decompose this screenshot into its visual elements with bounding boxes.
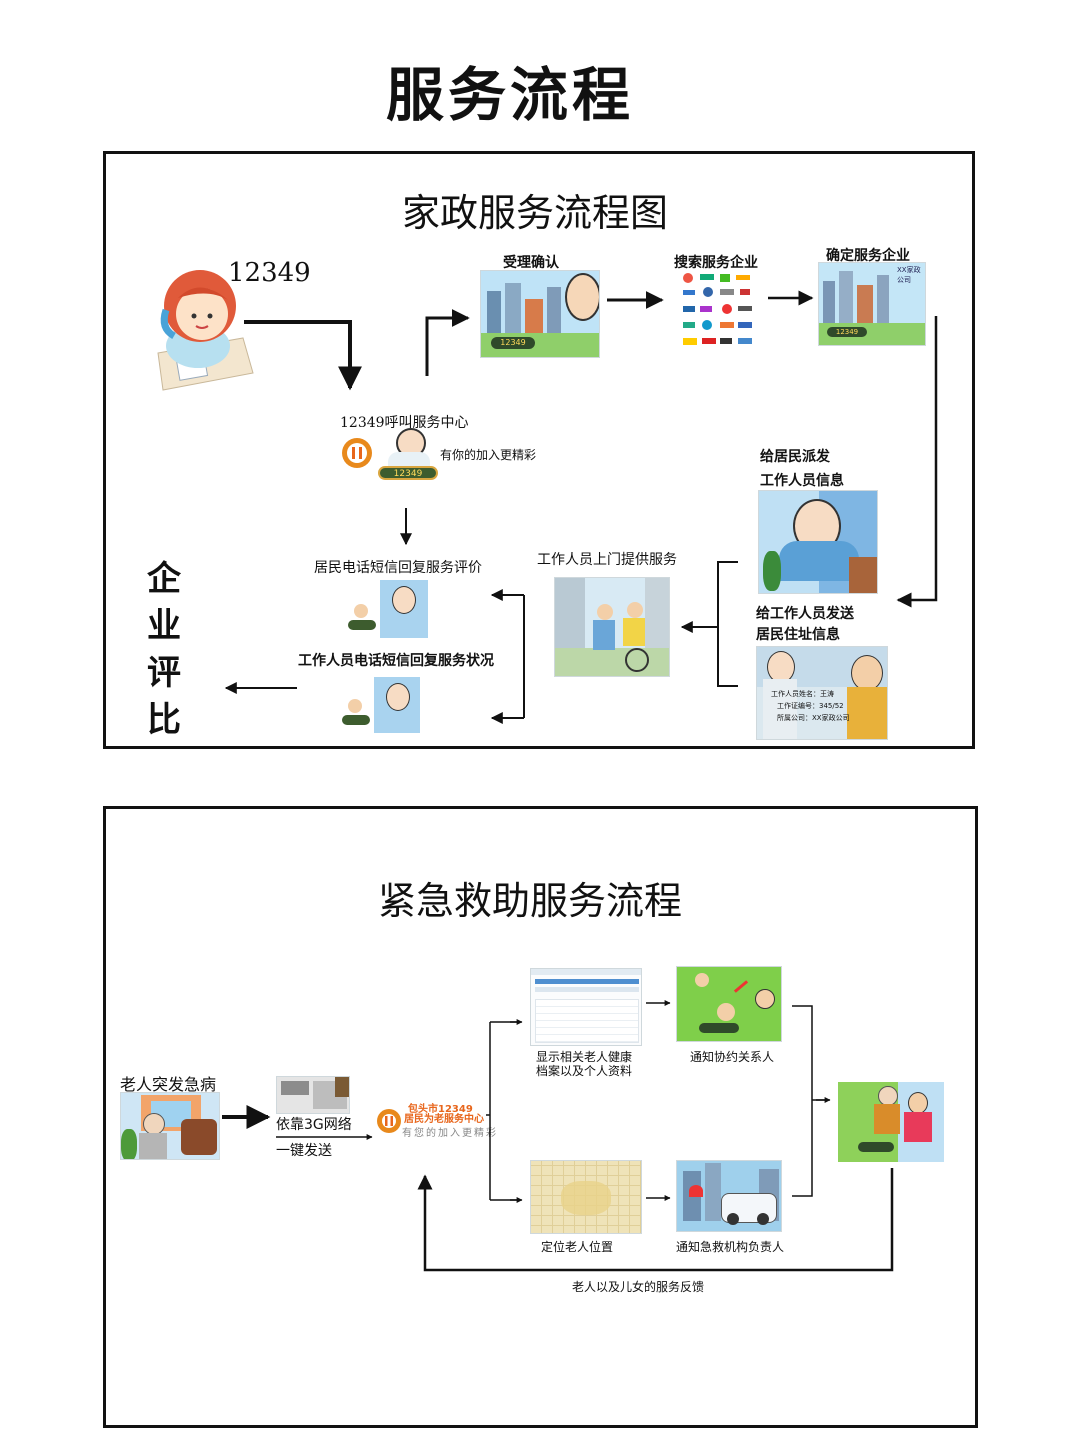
dispatch-resident-label-1: 给居民派发 <box>760 449 830 465</box>
send-label: 一键发送 <box>276 1143 332 1159</box>
notify-contact-image <box>676 966 782 1042</box>
notify-rescue-label: 通知急救机构负责人 <box>676 1240 785 1254</box>
confirm-company-sign: XX家政公司 <box>897 266 921 284</box>
caller-girl-illustration <box>157 270 254 391</box>
call-center-badge: 12349 <box>378 466 438 480</box>
evaluation-char-2: 业 <box>147 606 181 646</box>
call-center-label: 12349呼叫服务中心 <box>340 415 469 431</box>
call-center-logo-icon <box>342 438 372 468</box>
arrow-confirm-to-dispatch <box>896 316 938 608</box>
health-record-label-1: 显示相关老人健康 <box>536 1050 633 1064</box>
worker-card-line-2: 工作证编号：345/52 <box>777 702 844 710</box>
emergency-title: 紧急救助服务流程 <box>377 879 682 923</box>
arrow-center-to-accept <box>425 309 470 376</box>
confirm-company-image: XX家政公司 12349 <box>818 262 926 346</box>
call-number-text: 12349 <box>228 258 311 288</box>
notify-contact-label: 通知协约关系人 <box>690 1050 775 1064</box>
dispatch-resident-label-2: 工作人员信息 <box>760 473 844 489</box>
bracket-center-split <box>486 1021 520 1201</box>
elder-illness-image <box>120 1092 220 1160</box>
page-title: 服务流程 <box>385 61 634 129</box>
service-result-image <box>838 1082 944 1162</box>
worker-card-line-3: 所属公司：XX家政公司 <box>777 714 850 722</box>
accept-confirm-image: 12349 <box>480 270 600 358</box>
send-worker-label-1: 给工作人员发送 <box>756 606 854 622</box>
housekeeping-title: 家政服务流程图 <box>401 191 668 235</box>
accept-confirm-label: 受理确认 <box>503 255 559 271</box>
elder-label: 老人突发急病 <box>120 1075 217 1094</box>
center-slogan: 有您的加入更精彩 <box>402 1128 498 1139</box>
search-company-label: 搜索服务企业 <box>674 255 758 271</box>
confirm-company-label: 确定服务企业 <box>826 248 910 264</box>
center-logo-icon <box>377 1109 401 1133</box>
send-worker-label-2: 居民住址信息 <box>756 627 840 643</box>
center-name-line-1: 包头市12349 <box>408 1104 473 1115</box>
network-label: 依靠3G网络 <box>276 1117 352 1133</box>
bracket-merge <box>792 1005 828 1197</box>
bracket-dispatch-to-onsite <box>682 561 738 687</box>
health-record-label-2: 档案以及个人资料 <box>536 1064 633 1078</box>
phone-device-image <box>276 1076 350 1114</box>
arrow-caller-to-center <box>244 320 362 391</box>
dispatch-resident-image <box>758 490 878 594</box>
locate-elder-label: 定位老人位置 <box>541 1240 614 1254</box>
call-center-slogan: 有你的加入更精彩 <box>440 448 537 462</box>
company-logos-grid <box>683 273 752 345</box>
onsite-service-label: 工作人员上门提供服务 <box>537 552 677 568</box>
evaluation-char-4: 比 <box>147 700 181 740</box>
worker-card-line-1: 工作人员姓名：王涛 <box>771 690 834 698</box>
locate-map-image <box>530 1160 642 1234</box>
feedback-label: 老人以及儿女的服务反馈 <box>572 1280 705 1294</box>
confirm-badge: 12349 <box>827 327 867 337</box>
resident-reply-label: 居民电话短信回复服务评价 <box>314 560 482 576</box>
call-center-operator-image: 12349 <box>378 428 438 480</box>
bracket-onsite-to-replies <box>492 594 525 719</box>
send-worker-image: 工作人员姓名：王涛 工作证编号：345/52 所属公司：XX家政公司 <box>756 646 888 740</box>
resident-reply-image <box>346 580 428 638</box>
health-record-image <box>530 968 642 1046</box>
onsite-service-image <box>554 577 670 677</box>
worker-reply-image <box>340 677 420 733</box>
accept-badge: 12349 <box>491 337 535 349</box>
worker-reply-label: 工作人员电话短信回复服务状况 <box>298 653 494 669</box>
notify-rescue-image <box>676 1160 782 1232</box>
center-name-line-2: 居民为老服务中心 <box>404 1114 484 1125</box>
arrow-feedback-loop <box>417 1168 894 1272</box>
evaluation-char-3: 评 <box>147 653 181 693</box>
evaluation-char-1: 企 <box>147 559 181 599</box>
